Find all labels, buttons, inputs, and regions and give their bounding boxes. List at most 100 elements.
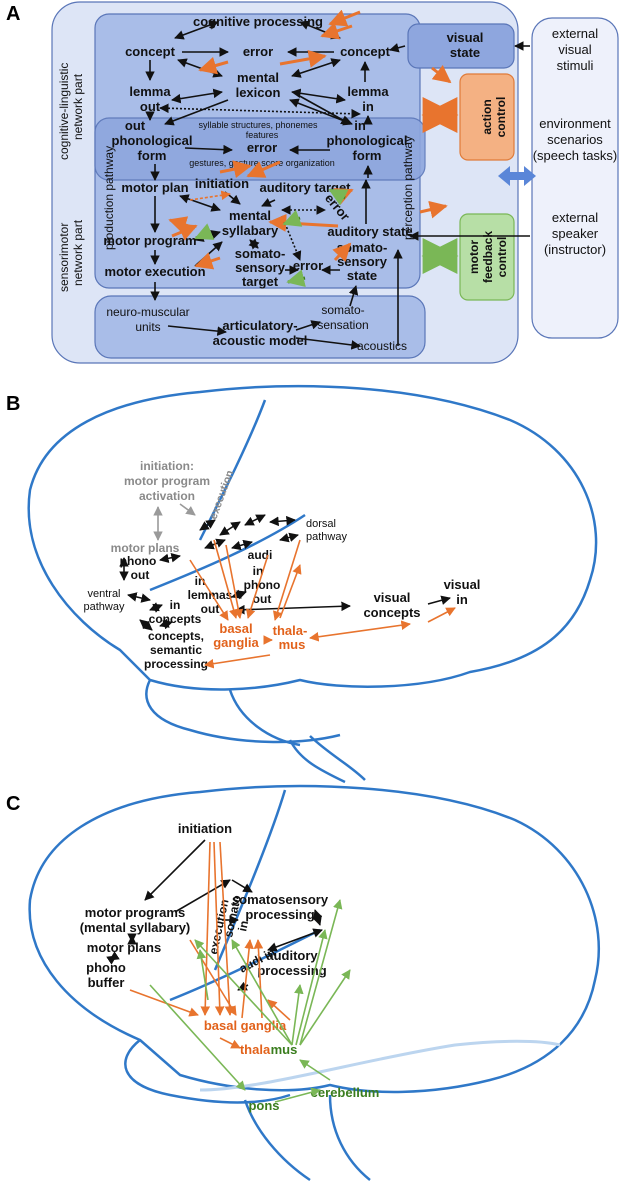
ext-speaker-2: speaker	[552, 226, 599, 241]
ext-environment-2: scenarios	[547, 132, 603, 147]
b-ventral-2: pathway	[84, 601, 125, 613]
node-motor-plan: motor plan	[121, 180, 188, 195]
c-phono-buffer-2: buffer	[88, 975, 125, 990]
bottom-model-box	[94, 295, 426, 359]
b-execution: execution	[208, 468, 237, 521]
b-dorsal-1: dorsal	[306, 518, 336, 530]
node-motor-feedback-2: feedback	[481, 231, 495, 283]
b-phono-out-2: out	[131, 568, 150, 582]
c-cerebellum: cerebellum	[311, 1085, 380, 1100]
node-auditory-target: auditory target	[259, 180, 351, 195]
c-motor-programs-2: (mental syllabary)	[80, 920, 191, 935]
b-basal-ganglia-1: basal	[219, 621, 252, 636]
b-thalamus-2: mus	[279, 637, 306, 652]
panel-letter-b: B	[6, 393, 20, 415]
c-initiation: initiation	[178, 821, 232, 836]
b-in-lemmas-out-2: lemmas	[188, 588, 233, 602]
panel-a-green-arrows	[194, 188, 459, 288]
temporal-lobe-c	[124, 1039, 291, 1104]
ext-visual-1: external	[552, 26, 598, 41]
panel-letter-c: C	[6, 793, 20, 815]
node-mental-lexicon-1: mental	[237, 70, 279, 85]
b-in-lemmas-out-1: in	[195, 574, 206, 588]
node-neuro-muscular-1: neuro-muscular	[106, 305, 189, 319]
panel-c-orange-arrows	[129, 841, 291, 1049]
node-articulatory-1: articulatory-	[222, 318, 297, 333]
c-somato-in-2: in	[235, 919, 251, 932]
c-motor-plans: motor plans	[87, 940, 161, 955]
node-somato-target-3: target	[242, 274, 279, 289]
environment-arrowhead-right	[524, 166, 536, 186]
c-phono-buffer-1: phono	[86, 960, 126, 975]
panel-b: B initiation: motor program activation e…	[6, 384, 598, 784]
b-initiation-2: motor program	[124, 474, 210, 488]
node-in-phon-1: in	[354, 118, 366, 133]
node-visual-state-1: visual	[447, 30, 484, 45]
brainstem-1-b	[288, 739, 346, 784]
node-somato-state-2: sensory	[337, 254, 388, 269]
c-mus: mus	[271, 1042, 298, 1057]
b-dorsal-2: pathway	[306, 531, 347, 543]
c-auditory-processing-2: processing	[257, 963, 326, 978]
b-concepts-semantic-3: processing	[144, 657, 208, 671]
b-in-phono-out-1: in	[253, 564, 264, 578]
c-auditory-processing-1: auditory	[266, 948, 318, 963]
node-motor-feedback-3: control	[495, 237, 509, 278]
node-somato-state-1: somato-	[337, 240, 388, 255]
node-somato-sensation-1: somato-	[321, 303, 364, 317]
b-thalamus-1: thala-	[273, 623, 308, 638]
cerebellum-line-b	[228, 689, 301, 747]
ext-environment-1: environment	[539, 116, 611, 131]
c-somatosensory-1: somatosensory	[232, 892, 329, 907]
b-concepts-semantic-2: semantic	[150, 643, 202, 657]
brain-outline-c	[28, 784, 600, 1094]
temporal-lobe-b	[145, 679, 341, 744]
node-somato-target-1: somato-	[235, 246, 286, 261]
b-audi: audi	[248, 548, 273, 562]
note-syllable-1: syllable structures, phonemes	[198, 120, 318, 130]
action-control-box	[459, 73, 515, 161]
note-syllable-2: features	[246, 130, 279, 140]
panel-c-arrows	[106, 839, 323, 991]
node-lemma-out-1: lemma	[129, 84, 171, 99]
node-concept-right: concept	[340, 44, 391, 59]
ext-speaker-1: external	[552, 210, 598, 225]
node-in-phon-2: phonological	[327, 133, 408, 148]
panel-letter-a: A	[6, 3, 20, 25]
b-visual-concepts-1: visual	[374, 590, 411, 605]
b-in-phono-out-2: phono	[244, 578, 281, 592]
panel-c: C initiation motor programs (mental syll…	[6, 784, 600, 1182]
node-somato-state-3: state	[347, 268, 377, 283]
node-motor-execution: motor execution	[104, 264, 205, 279]
cerebellum-boundary-c	[199, 1039, 561, 1092]
node-motor-program: motor program	[103, 233, 196, 248]
label-sensorimotor-2: network part	[71, 219, 85, 286]
ext-speaker-3: (instructor)	[544, 242, 606, 257]
brainstem-2-c	[328, 1094, 371, 1181]
node-lemma-out-2: out	[140, 99, 161, 114]
node-neuro-muscular-2: units	[135, 320, 160, 334]
visual-state-box	[407, 23, 515, 69]
b-in-lemmas-out-3: out	[201, 602, 220, 616]
node-lemma-in-2: in	[362, 99, 374, 114]
environment-arrowhead-left	[498, 166, 510, 186]
b-visual-in-2: in	[456, 592, 468, 607]
label-production-pathway: production pathway	[102, 146, 116, 250]
c-somatosensory-2: processing	[245, 907, 314, 922]
node-action-control-1: action	[480, 99, 494, 134]
node-mental-syllabary-2: syllabary	[222, 223, 279, 238]
ext-visual-3: stimuli	[557, 58, 594, 73]
b-phono-out-1: phono	[120, 554, 157, 568]
c-basal-ganglia: basal ganglia	[204, 1018, 287, 1033]
node-out-phon-3: form	[138, 148, 167, 163]
node-visual-state-2: state	[450, 45, 480, 60]
ext-environment-3: (speech tasks)	[533, 148, 618, 163]
brainstem-1-c	[243, 1099, 311, 1182]
c-motor-programs-1: motor programs	[85, 905, 185, 920]
panel-a-arrows	[145, 20, 530, 350]
brainstem-2-b	[309, 735, 366, 781]
label-perception-pathway: perception pathway	[401, 136, 415, 240]
node-error-low: error	[293, 258, 323, 273]
panel-a: A cognitive-linguistic network part sens…	[6, 1, 619, 364]
